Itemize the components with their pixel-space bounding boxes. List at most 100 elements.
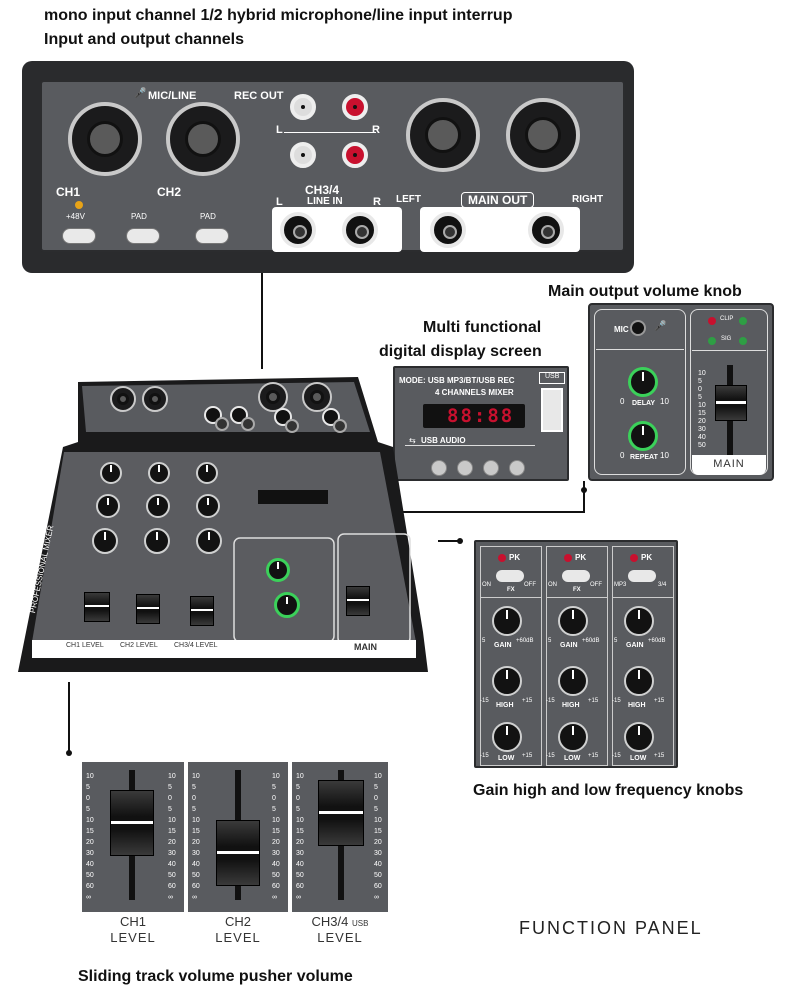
mini-ch2-fader bbox=[136, 594, 160, 624]
mini-led-display bbox=[258, 490, 328, 504]
ch34-low-knob[interactable] bbox=[624, 722, 654, 752]
rec-out-r-rca[interactable] bbox=[342, 94, 368, 120]
gain-knob-panel: PK ON OFF FX 5 GAIN +60dB -15 HIGH +15 -… bbox=[474, 540, 678, 768]
ch1-pk-label: PK bbox=[509, 553, 521, 562]
line-in-r-rca[interactable] bbox=[342, 142, 368, 168]
rec-out-l-label: L bbox=[276, 124, 283, 136]
rec-out-l-rca[interactable] bbox=[290, 94, 316, 120]
ch2-high-min: -15 bbox=[546, 698, 555, 704]
usb-audio-icon: ⇆ bbox=[409, 436, 416, 445]
mic-jack[interactable] bbox=[630, 320, 646, 336]
ch1-low-label: LOW bbox=[498, 755, 515, 762]
fader-panel: 10 5 0 5 10 15 20 30 40 50 60 ∞ 10 5 0 5… bbox=[82, 762, 388, 952]
repeat-ten: 10 bbox=[660, 451, 669, 460]
ch1-high-knob[interactable] bbox=[492, 666, 522, 696]
ch1-pk-led bbox=[498, 554, 506, 562]
mini-line-in-l bbox=[204, 406, 229, 431]
main-out-left-jack[interactable] bbox=[430, 212, 466, 248]
ch2-gain-min: 5 bbox=[548, 638, 552, 644]
display-channels-text: 4 CHANNELS MIXER bbox=[435, 388, 514, 397]
right-label: RIGHT bbox=[572, 194, 604, 205]
line-in-l-rca[interactable] bbox=[290, 142, 316, 168]
phantom-switch[interactable] bbox=[62, 228, 96, 244]
mini-ch34-high-knob bbox=[196, 494, 220, 518]
pad-switch-ch1[interactable] bbox=[126, 228, 160, 244]
main-label-plate bbox=[692, 455, 766, 475]
mini-ch34-fader bbox=[190, 596, 214, 626]
ch2-fx-switch[interactable] bbox=[562, 570, 590, 582]
ch1-on-label: ON bbox=[482, 582, 491, 588]
mini-ch2-gain-knob bbox=[148, 462, 170, 484]
clip-led bbox=[708, 317, 716, 325]
rca-divider bbox=[284, 132, 376, 133]
mini-line-in-r bbox=[230, 406, 255, 431]
main-out-right-jack[interactable] bbox=[528, 212, 564, 248]
ch2-level-label: LEVEL bbox=[215, 930, 261, 945]
ch1-combo-jack[interactable] bbox=[68, 102, 142, 176]
phantom-label: +48V bbox=[66, 212, 85, 221]
repeat-knob[interactable] bbox=[628, 421, 658, 451]
main-fader[interactable] bbox=[715, 385, 747, 421]
mini-ch2-jack bbox=[142, 386, 168, 412]
main-knob-panel: MIC 🎤 0 DELAY 10 0 REPEAT 10 CLIP SIG 10… bbox=[588, 303, 774, 481]
main-out-right-xlr[interactable] bbox=[506, 98, 580, 172]
ch34-high-min: -15 bbox=[612, 698, 621, 704]
display-panel: MODE: USB MP3/BT/USB REC 4 CHANNELS MIXE… bbox=[393, 366, 569, 481]
main-label: MAIN bbox=[713, 458, 745, 470]
ch2-low-label: LOW bbox=[564, 755, 581, 762]
connector-line-gain bbox=[438, 540, 460, 542]
ch2-fader-name: CH2 bbox=[224, 914, 251, 929]
main-out-left-xlr[interactable] bbox=[406, 98, 480, 172]
line-in-l-jack[interactable] bbox=[280, 212, 316, 248]
gain-strip-ch2 bbox=[546, 546, 608, 766]
fx-divider bbox=[596, 349, 684, 350]
mic-icon: 🎤 bbox=[134, 88, 147, 99]
ch2-low-max: +15 bbox=[588, 753, 599, 759]
delay-knob[interactable] bbox=[628, 367, 658, 397]
display-button-4[interactable] bbox=[509, 460, 525, 476]
ch34-gain-knob[interactable] bbox=[624, 606, 654, 636]
ch1-level-label: LEVEL bbox=[110, 930, 156, 945]
ch2-low-knob[interactable] bbox=[558, 722, 588, 752]
usb-label-box bbox=[539, 372, 565, 384]
ch2-label-plate bbox=[188, 912, 288, 952]
rec-out-label: REC OUT bbox=[234, 90, 284, 102]
mini-main-fader bbox=[346, 586, 370, 616]
ch2-combo-jack[interactable] bbox=[166, 102, 240, 176]
repeat-zero: 0 bbox=[620, 451, 625, 460]
fader-divider-1 bbox=[184, 762, 188, 952]
pad-switch-ch2[interactable] bbox=[195, 228, 229, 244]
ch34-pk-label: PK bbox=[641, 553, 653, 562]
display-button-1[interactable] bbox=[431, 460, 447, 476]
ch2-gain-knob[interactable] bbox=[558, 606, 588, 636]
ch1-level-fader[interactable] bbox=[110, 790, 154, 856]
ch2-level-fader[interactable] bbox=[216, 820, 260, 886]
display-button-3[interactable] bbox=[483, 460, 499, 476]
ch34-high-knob[interactable] bbox=[624, 666, 654, 696]
pad-label-ch2: PAD bbox=[200, 212, 216, 221]
ch2-high-label: HIGH bbox=[562, 702, 580, 709]
line-in-r-label: R bbox=[373, 196, 381, 208]
ch1-gain-min: 5 bbox=[482, 638, 486, 644]
ch34-fader-name-text: CH3/4 bbox=[311, 914, 349, 929]
line-in-l-label: L bbox=[276, 196, 283, 208]
display-button-2[interactable] bbox=[457, 460, 473, 476]
ch1-fx-switch[interactable] bbox=[496, 570, 524, 582]
mini-ch2-high-knob bbox=[146, 494, 170, 518]
ch2-high-knob[interactable] bbox=[558, 666, 588, 696]
top-heading-line2: Input and output channels bbox=[44, 31, 244, 48]
usb-label: USB bbox=[545, 373, 560, 380]
ch1-high-min: -15 bbox=[480, 698, 489, 704]
fader-divider-2 bbox=[288, 762, 292, 952]
ch1-gain-knob[interactable] bbox=[492, 606, 522, 636]
line-in-r-jack[interactable] bbox=[342, 212, 378, 248]
connector-dot-gain bbox=[457, 538, 463, 544]
connector-line-fader bbox=[68, 682, 70, 754]
mini-ch1-gain-knob bbox=[100, 462, 122, 484]
ch1-low-knob[interactable] bbox=[492, 722, 522, 752]
usb-port[interactable] bbox=[541, 388, 563, 432]
ch1-label-plate bbox=[82, 912, 184, 952]
ch34-level-fader[interactable] bbox=[318, 780, 364, 846]
ch34-gain-label: GAIN bbox=[626, 642, 644, 649]
ch34-source-switch[interactable] bbox=[628, 570, 656, 582]
